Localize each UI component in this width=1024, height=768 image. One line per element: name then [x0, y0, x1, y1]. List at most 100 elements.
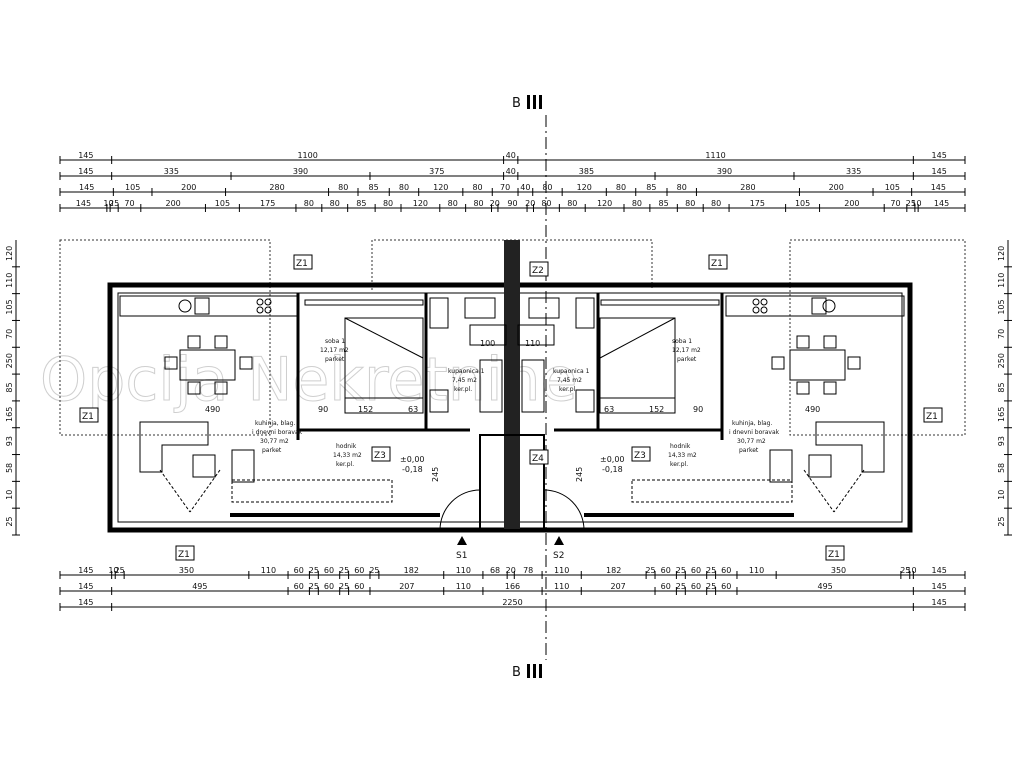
room-label-soba-right: soba 1 12,17 m2 parket — [672, 338, 701, 363]
bottom-dim-0-24: 110 — [749, 566, 764, 575]
room-label-kupaonica-left: kupaonica 1 7,45 m2 ker.pl. — [448, 368, 485, 393]
top-dim-2-15: 80 — [677, 183, 687, 192]
bottom-dim-0-3: 350 — [179, 566, 194, 575]
bottom-dim-0-6: 25 — [309, 566, 319, 575]
bottom-dim-1-7: 207 — [399, 582, 414, 591]
side-dim-1-1: 110 — [997, 273, 1006, 288]
bottom-dim-0-27: 10 — [906, 566, 916, 575]
top-dim-3-4: 200 — [165, 199, 180, 208]
bottom-dim-0-20: 25 — [676, 566, 686, 575]
side-dim-0-1: 110 — [5, 273, 14, 288]
room-label-soba-left: soba 1 12,17 m2 parket — [320, 338, 349, 363]
side-dim-0-7: 93 — [5, 436, 14, 446]
top-dim-3-24: 175 — [750, 199, 765, 208]
tag-z1-top-right: Z1 — [708, 254, 728, 270]
svg-text:-0,18: -0,18 — [602, 465, 623, 474]
top-dim-2-14: 85 — [646, 183, 656, 192]
svg-text:490: 490 — [205, 405, 220, 414]
top-dim-0-0: 145 — [78, 151, 93, 160]
svg-text:parket: parket — [677, 356, 697, 363]
bottom-dim-1-14: 60 — [691, 582, 701, 591]
interior-dimensions: 490 490 90 152 63 63 152 90 100 110 ±0,0… — [205, 339, 820, 482]
tag-z2: Z2 — [529, 261, 549, 277]
top-dim-1-8: 145 — [932, 167, 947, 176]
svg-text:Z2: Z2 — [532, 266, 544, 276]
bottom-dim-0-18: 25 — [645, 566, 655, 575]
top-dim-2-4: 80 — [338, 183, 348, 192]
svg-text:S2: S2 — [553, 551, 564, 561]
bottom-dim-0-10: 25 — [369, 566, 379, 575]
svg-text:±0,00: ±0,00 — [600, 455, 625, 464]
svg-text:soba 1: soba 1 — [672, 338, 692, 345]
tag-z1-top-left: Z1 — [293, 254, 313, 270]
bottom-dim-1-13: 25 — [676, 582, 686, 591]
bottom-dim-2-2: 145 — [932, 598, 947, 607]
bottom-dim-2-1: 2250 — [502, 598, 522, 607]
top-dim-2-6: 80 — [399, 183, 409, 192]
top-dim-3-1: 10 — [103, 199, 113, 208]
bottom-dim-0-28: 145 — [932, 566, 947, 575]
svg-text:i dnevni boravak: i dnevni boravak — [252, 429, 303, 436]
svg-text:490: 490 — [805, 405, 820, 414]
side-dim-1-7: 93 — [997, 436, 1006, 446]
side-dim-0-2: 105 — [5, 299, 14, 314]
bottom-dim-1-8: 110 — [456, 582, 471, 591]
svg-text:152: 152 — [649, 405, 664, 414]
svg-text:parket: parket — [325, 356, 345, 363]
bottom-dim-0-5: 60 — [294, 566, 304, 575]
top-dim-3-26: 200 — [844, 199, 859, 208]
bottom-dim-1-17: 495 — [818, 582, 833, 591]
room-label-kuhinja-left: kuhinja, blag. i dnevni boravak 30,77 m2… — [252, 420, 303, 454]
svg-text:hodnik: hodnik — [336, 443, 357, 450]
svg-text:B: B — [512, 665, 521, 680]
svg-text:14,33 m2: 14,33 m2 — [668, 452, 697, 459]
room-label-kuhinja-right: kuhinja, blag. i dnevni boravak 30,77 m2… — [729, 420, 780, 454]
top-dim-2-3: 280 — [269, 183, 284, 192]
building-walls — [107, 240, 913, 533]
top-dim-1-4: 40 — [506, 167, 516, 176]
svg-text:ker.pl.: ker.pl. — [559, 386, 577, 393]
side-dim-0-5: 85 — [5, 382, 14, 392]
side-dim-1-0: 120 — [997, 246, 1006, 261]
side-dimension-chains: 1201101057025085165935810251201101057025… — [5, 240, 1012, 536]
right-unit-furniture — [517, 295, 905, 513]
top-dim-2-10: 40 — [520, 183, 530, 192]
top-dim-2-0: 145 — [79, 183, 94, 192]
bottom-dim-0-16: 110 — [554, 566, 569, 575]
bottom-dim-2-0: 145 — [78, 598, 93, 607]
svg-text:kupaonica 1: kupaonica 1 — [553, 368, 590, 375]
bottom-dim-0-25: 350 — [831, 566, 846, 575]
svg-text:ker.pl.: ker.pl. — [336, 461, 354, 468]
top-dim-3-29: 10 — [911, 199, 921, 208]
side-dim-0-3: 70 — [5, 329, 14, 339]
top-dim-1-7: 335 — [846, 167, 861, 176]
top-dim-1-3: 375 — [429, 167, 444, 176]
svg-text:Z4: Z4 — [532, 454, 544, 464]
svg-text:30,77 m2: 30,77 m2 — [260, 438, 289, 445]
svg-text:14,33 m2: 14,33 m2 — [333, 452, 362, 459]
section-mark-top: B — [512, 95, 542, 111]
bottom-dim-0-23: 60 — [721, 566, 731, 575]
svg-text:parket: parket — [739, 447, 759, 454]
bottom-dim-0-12: 110 — [456, 566, 471, 575]
svg-text:Z1: Z1 — [178, 550, 190, 560]
bottom-dim-1-15: 25 — [706, 582, 716, 591]
svg-text:7,45 m2: 7,45 m2 — [452, 377, 477, 384]
svg-text:Z1: Z1 — [711, 259, 723, 269]
top-dim-0-3: 1110 — [705, 151, 725, 160]
top-dim-1-0: 145 — [78, 167, 93, 176]
tag-z3-left: Z3 — [371, 446, 391, 462]
top-dim-3-16: 20 — [525, 199, 535, 208]
svg-text:±0,00: ±0,00 — [400, 455, 425, 464]
bottom-dim-1-2: 60 — [294, 582, 304, 591]
top-dim-3-10: 80 — [383, 199, 393, 208]
side-dim-0-9: 10 — [5, 490, 14, 500]
room-label-hodnik-left: hodnik 14,33 m2 ker.pl. — [333, 443, 362, 468]
top-dim-3-2: 25 — [109, 199, 119, 208]
svg-text:12,17 m2: 12,17 m2 — [320, 347, 349, 354]
left-unit-furniture — [119, 295, 507, 513]
top-dim-3-20: 80 — [632, 199, 642, 208]
room-label-hodnik-right: hodnik 14,33 m2 ker.pl. — [668, 443, 697, 468]
top-dim-3-27: 70 — [890, 199, 900, 208]
